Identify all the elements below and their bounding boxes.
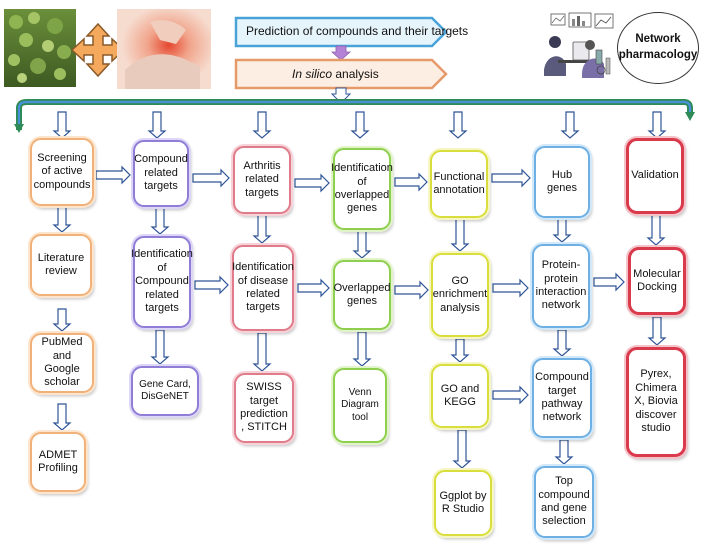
down-arrow-ppi <box>552 329 572 357</box>
down-arrow-docking <box>647 316 667 346</box>
right-arrow-compound-to-arthritis <box>192 168 230 188</box>
box-admet-profiling: ADMET Profiling <box>30 432 86 492</box>
box-compound-related-targets: Compound related targets <box>133 140 189 207</box>
box-screening-active-compounds: Screening of active compounds <box>30 138 94 206</box>
box-identification-overlapped-genes: Identification of overlapped genes <box>331 148 393 230</box>
box-ggplot-r-studio: Ggplot by R Studio <box>434 470 492 536</box>
down-arrow-overlapped-genes <box>352 331 372 367</box>
insilico-banner <box>234 58 448 90</box>
right-arrow-functional-to-hub <box>491 168 531 188</box>
bracket-line <box>14 99 695 133</box>
box-compound-target-pathway-network: Compound target pathway network <box>532 358 592 438</box>
box-literature-review: Literature review <box>30 234 92 296</box>
right-arrow-screening-to-compound <box>95 165 131 185</box>
box-identification-compound-targets: Identification of Compound related targe… <box>131 236 193 328</box>
bracket-to-column-arrow-2 <box>147 111 167 139</box>
down-arrow-screening <box>52 205 72 233</box>
box-ppi-network: Protein-protein interaction network <box>532 244 590 328</box>
down-arrow-go-kegg <box>452 429 472 469</box>
box-hub-genes: Hub genes <box>534 146 590 218</box>
flow-arrows <box>52 111 667 469</box>
box-overlapped-genes: Overlapped genes <box>333 260 391 330</box>
down-arrow-functional <box>450 217 470 252</box>
box-molecular-docking: Molecular Docking <box>628 247 686 315</box>
bracket-to-column-arrow-7 <box>647 111 667 139</box>
box-validation: Validation <box>626 138 684 214</box>
down-arrow-arthritis <box>252 213 272 244</box>
bracket-to-column-arrow-4 <box>350 111 370 139</box>
insilico-rest: analysis <box>332 67 379 81</box>
right-arrow-ppi-to-docking <box>593 272 625 292</box>
down-arrow-overlapped <box>352 229 372 259</box>
right-arrow-overlap-to-functional <box>394 172 428 192</box>
box-functional-annotation: Functional annotation <box>430 150 488 218</box>
bracket-to-column-arrow-6 <box>560 111 580 139</box>
down-arrow-identify-compound <box>150 329 170 365</box>
box-top-compound-gene-selection: Top compound and gene selection <box>534 466 594 538</box>
plant-photo-icon <box>4 9 76 87</box>
down-arrow-go-enrichment <box>450 338 470 363</box>
bracket-to-column-arrow-1 <box>52 111 72 139</box>
right-arrow-overlapped-to-go <box>394 280 429 300</box>
knee-pain-photo-icon <box>117 9 211 89</box>
down-arrow-identify-disease <box>252 332 272 372</box>
box-identification-disease-targets: Identification of disease related target… <box>232 245 294 331</box>
right-arrow-go-to-ppi <box>492 278 529 298</box>
down-arrow-pubmed <box>52 403 72 431</box>
prediction-banner <box>234 16 448 48</box>
box-arthritis-related-targets: Arthritis related targets <box>233 146 291 214</box>
right-arrow-disease-to-overlapped <box>297 278 330 298</box>
down-arrow-literature <box>52 308 72 332</box>
bracket-to-column-arrow-3 <box>252 111 272 139</box>
right-arrow-identify-compound-to-disease <box>194 275 229 295</box>
box-go-enrichment-analysis: GO enrichment analysis <box>431 253 489 337</box>
insilico-label: In silico analysis <box>292 67 379 81</box>
right-arrow-arthritis-to-overlap <box>294 173 330 193</box>
box-pubmed-google-scholar: PubMed and Google scholar <box>30 333 94 393</box>
prediction-label: Prediction of compounds and their target… <box>246 24 469 38</box>
box-swiss-stitch: SWISS target prediction , STITCH <box>234 373 294 443</box>
insilico-down-arrow <box>330 87 352 104</box>
down-arrow-hub <box>552 217 572 243</box>
network-pharmacology-circle: Network pharmacology <box>617 12 699 84</box>
insilico-italic: In silico <box>292 67 333 81</box>
pink-down-arrow <box>330 45 352 61</box>
down-arrow-validation <box>646 213 666 246</box>
box-go-kegg: GO and KEGG <box>431 364 489 428</box>
right-arrow-kegg-to-pathway <box>492 385 529 405</box>
four-way-arrow-icon <box>70 22 126 78</box>
down-arrow-pathway <box>554 439 574 465</box>
bracket-to-column-arrow-5 <box>448 111 468 139</box>
box-pyrex-chimera-biovia: Pyrex, Chimera X, Biovia discover studio <box>626 347 686 457</box>
box-genecard-disgenet: Gene Card, DisGeNET <box>131 366 199 416</box>
researcher-illustration-icon <box>544 12 614 78</box>
box-venn-diagram-tool: Venn Diagram tool <box>333 368 387 443</box>
